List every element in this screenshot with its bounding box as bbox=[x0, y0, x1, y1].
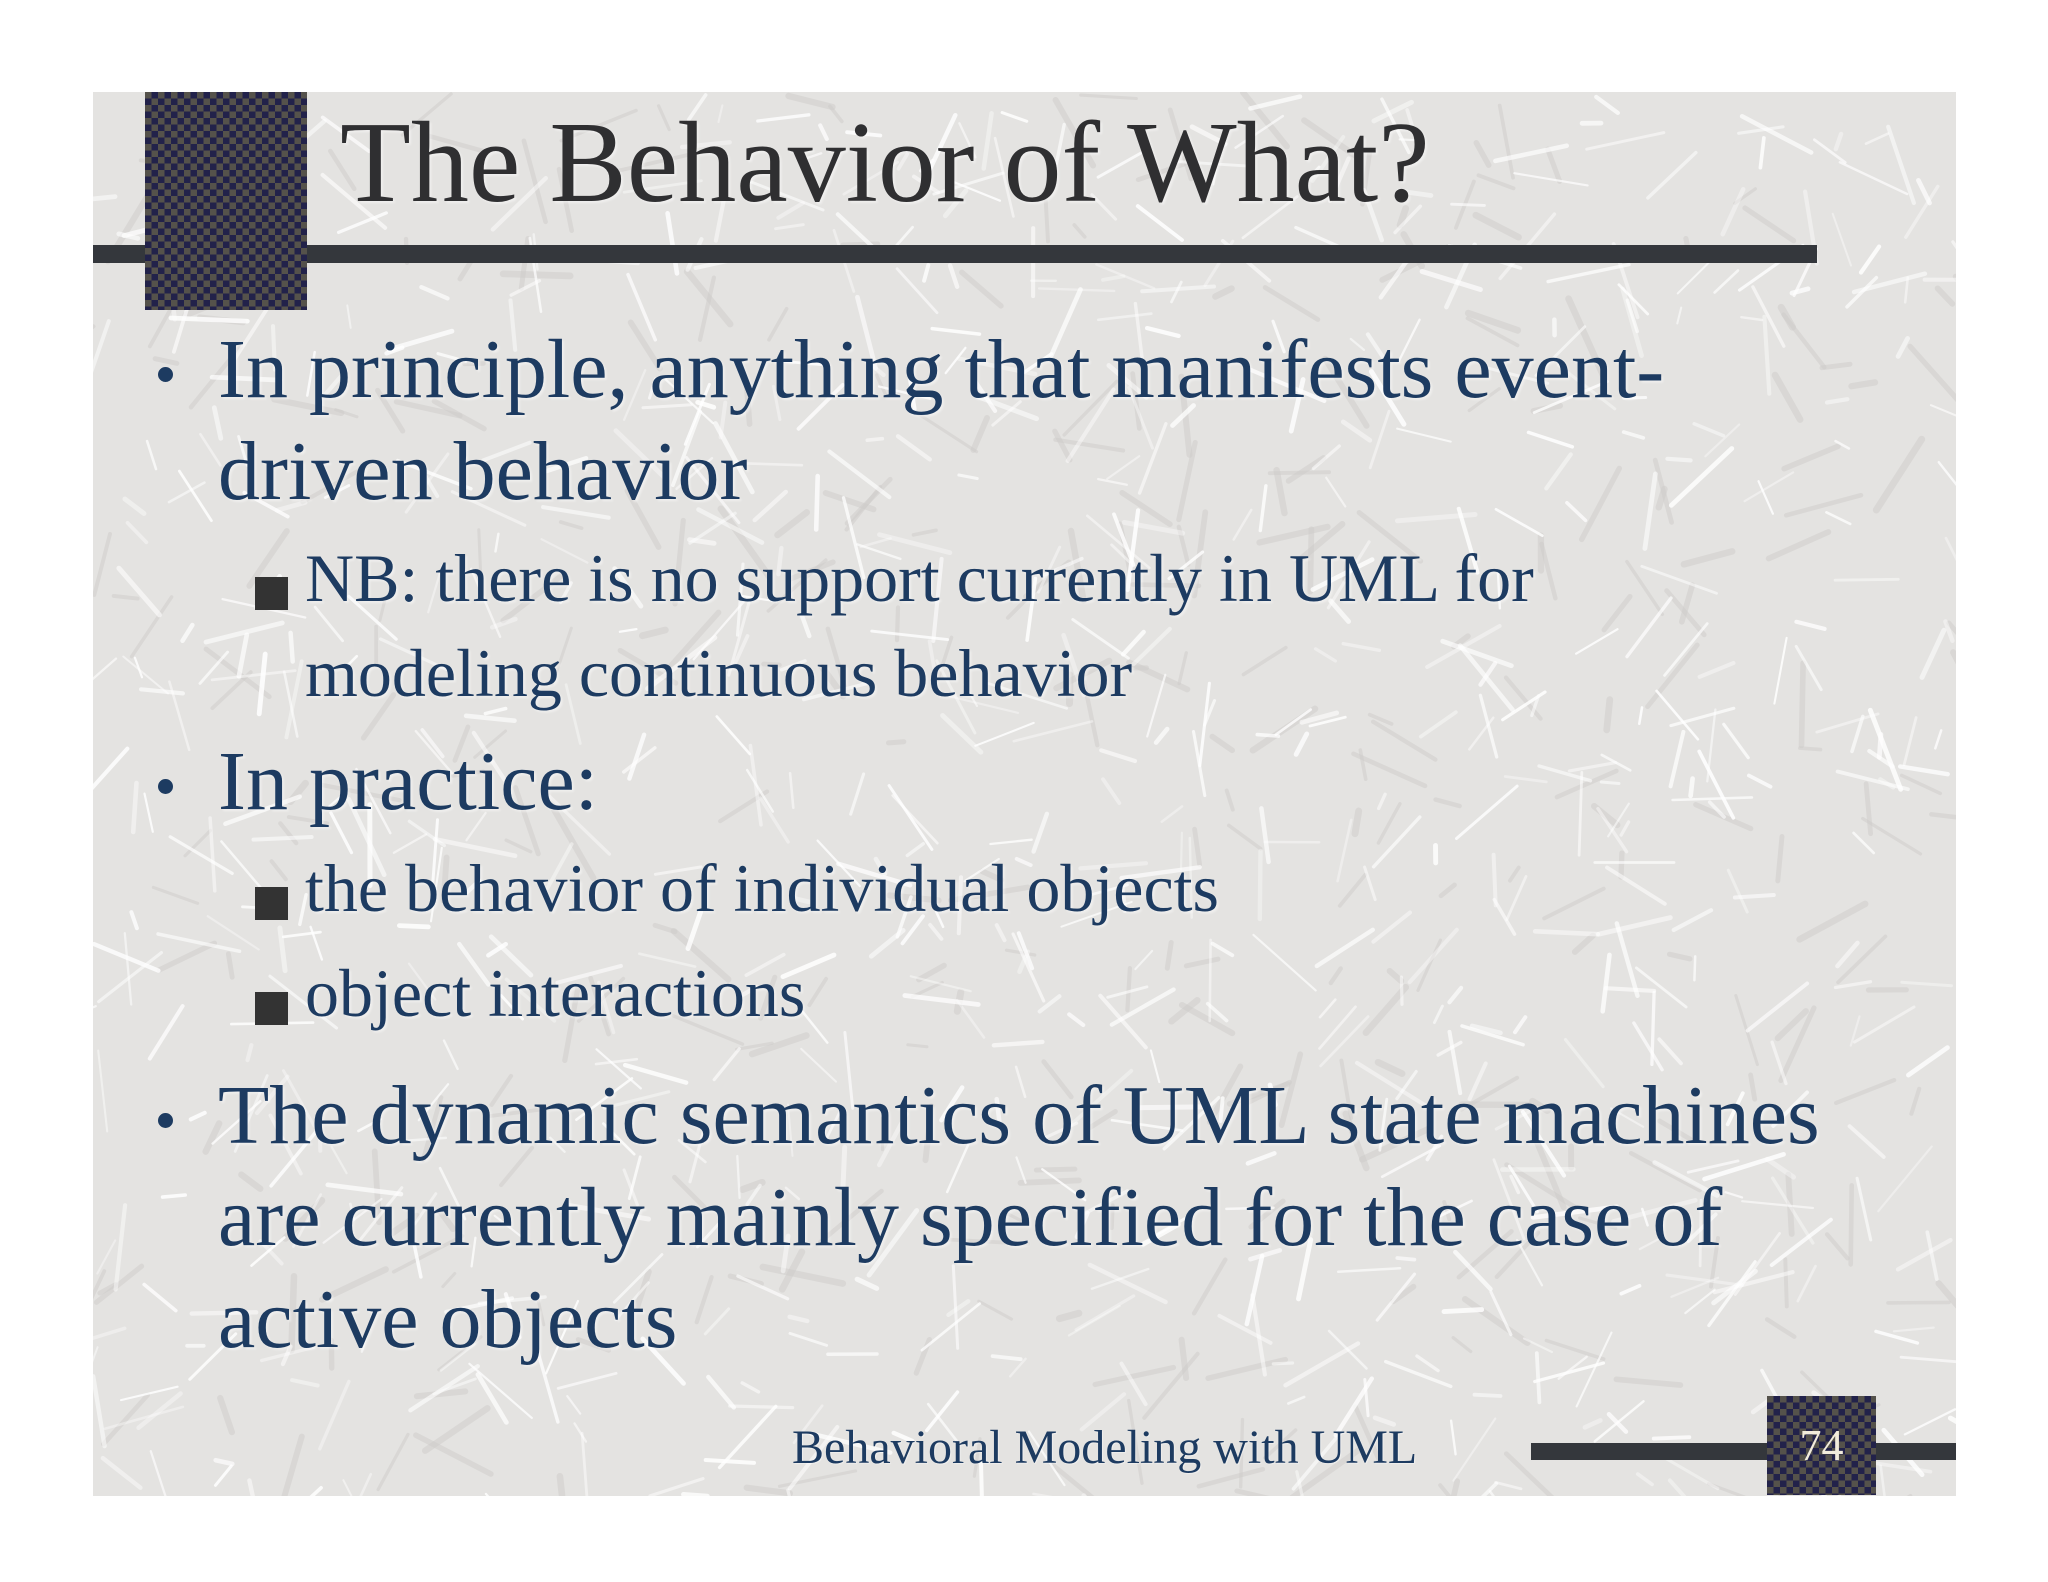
page-number: 74 bbox=[1799, 1420, 1844, 1470]
square-bullet-icon bbox=[255, 887, 288, 920]
bullet-dot-icon bbox=[158, 367, 173, 382]
square-bullet-icon bbox=[255, 577, 288, 610]
bullet-text: NB: there is no support currently in UML… bbox=[305, 531, 1534, 721]
bullet-line: driven behavior bbox=[218, 425, 748, 518]
bullet-text: the behavior of individual objects bbox=[305, 841, 1219, 936]
bullet-item: In practice: bbox=[158, 731, 598, 833]
bullet-line: are currently mainly specified for the c… bbox=[218, 1171, 1723, 1264]
title-accent-block bbox=[145, 92, 307, 310]
title-underline-bar bbox=[93, 245, 1817, 263]
page-number-box: 74 bbox=[1767, 1396, 1876, 1495]
footer-bar bbox=[1531, 1443, 1956, 1460]
bullet-line: In principle, anything that manifests ev… bbox=[218, 323, 1665, 416]
bullet-text: The dynamic semantics of UML state machi… bbox=[218, 1065, 1820, 1371]
sub-bullet-item: object interactions bbox=[255, 946, 805, 1041]
bullet-dot-icon bbox=[158, 1113, 173, 1128]
bullet-item: The dynamic semantics of UML state machi… bbox=[158, 1065, 1820, 1371]
paper-texture-svg bbox=[93, 92, 1956, 1496]
slide-background: The Behavior of What? In principle, anyt… bbox=[93, 92, 1956, 1496]
bullet-line: The dynamic semantics of UML state machi… bbox=[218, 1069, 1820, 1162]
bullet-text: In practice: bbox=[218, 731, 598, 833]
bullet-text: In principle, anything that manifests ev… bbox=[218, 319, 1664, 523]
footer-text: Behavioral Modeling with UML bbox=[792, 1421, 1418, 1474]
square-bullet-icon bbox=[255, 992, 288, 1025]
sub-bullet-item: the behavior of individual objects bbox=[255, 841, 1219, 936]
bullet-line: active objects bbox=[218, 1273, 678, 1366]
bullet-line: In practice: bbox=[218, 735, 599, 828]
slide-title: The Behavior of What? bbox=[340, 99, 1430, 227]
bullet-dot-icon bbox=[158, 779, 173, 794]
bullet-line: modeling continuous behavior bbox=[305, 635, 1133, 711]
bullet-line: object interactions bbox=[305, 955, 806, 1031]
bullet-line: NB: there is no support currently in UML… bbox=[305, 540, 1534, 616]
bullet-line: the behavior of individual objects bbox=[305, 850, 1219, 926]
sub-bullet-item: NB: there is no support currently in UML… bbox=[255, 531, 1534, 721]
bullet-text: object interactions bbox=[305, 946, 805, 1041]
bullet-item: In principle, anything that manifests ev… bbox=[158, 319, 1664, 523]
